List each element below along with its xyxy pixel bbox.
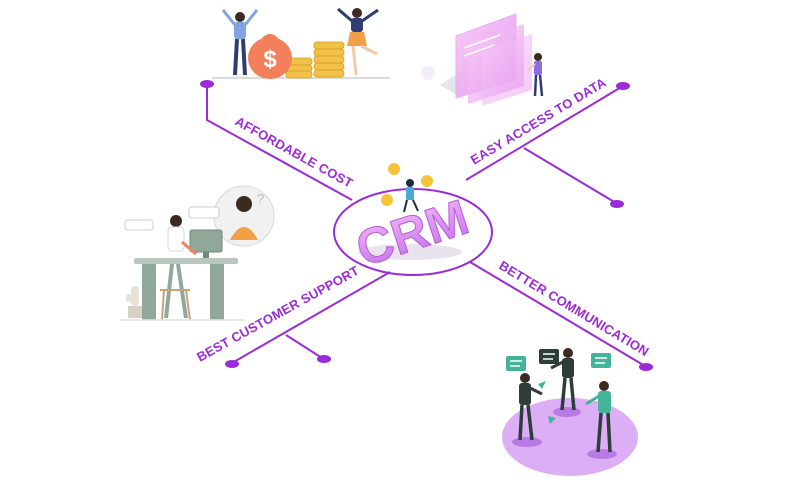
smiley-icon xyxy=(388,163,400,175)
question-mark-icon: ? xyxy=(257,191,264,206)
dot-affordable-cost xyxy=(200,80,214,88)
dollar-sign: $ xyxy=(263,46,277,73)
computer-monitor-icon xyxy=(189,229,223,253)
dot-easy-access-branch xyxy=(610,200,624,208)
label-affordable-cost: AFFORDABLE COST xyxy=(233,114,356,191)
connector-affordable-cost xyxy=(206,84,353,201)
arrow-icon xyxy=(548,416,556,424)
connector-customer-support xyxy=(231,271,391,364)
person-communicator-right xyxy=(585,381,612,453)
data-screens xyxy=(455,13,532,106)
smiley-icon xyxy=(381,194,393,206)
person-celebrating-woman xyxy=(337,7,379,76)
person-data-user xyxy=(527,53,544,97)
arrow-icon xyxy=(538,381,546,389)
coin-stacks xyxy=(285,41,345,79)
illustration-better-communication xyxy=(502,348,638,476)
chat-bubble-icon xyxy=(188,206,220,219)
connector-customer-support-branch xyxy=(285,334,323,359)
illustration-customer-support: ? xyxy=(120,185,275,321)
person-communicator-left xyxy=(518,373,543,441)
money-bag-icon: $ xyxy=(248,34,292,79)
person-celebrating-man xyxy=(221,9,259,76)
person-communicator-middle xyxy=(550,348,576,411)
illustration-affordable-cost: $ xyxy=(212,7,390,79)
connector-lines xyxy=(206,84,646,367)
illustration-easy-access xyxy=(421,13,544,106)
speech-bubble-icon xyxy=(539,349,559,364)
dot-customer-support xyxy=(225,360,239,368)
dot-customer-support-branch xyxy=(317,355,331,363)
crm-character xyxy=(403,179,419,213)
dot-easy-access xyxy=(616,82,630,90)
connector-communication xyxy=(469,261,646,367)
connector-easy-access xyxy=(465,85,624,181)
speech-bubble-icon xyxy=(591,353,611,368)
cactus-plant-icon xyxy=(126,286,142,318)
crm-shadow xyxy=(358,244,462,260)
connector-dots xyxy=(200,80,653,371)
crm-center-label: CRM xyxy=(350,189,476,277)
emoji-icons xyxy=(381,163,433,206)
chat-bubble-icon xyxy=(124,219,154,231)
crm-center: CRM xyxy=(333,163,493,278)
dot-communication xyxy=(639,363,653,371)
connector-easy-access-branch xyxy=(523,147,617,204)
speech-bubble-icon xyxy=(506,356,526,371)
label-better-communication: BETTER COMMUNICATION xyxy=(496,258,651,359)
smiley-icon xyxy=(421,175,433,187)
